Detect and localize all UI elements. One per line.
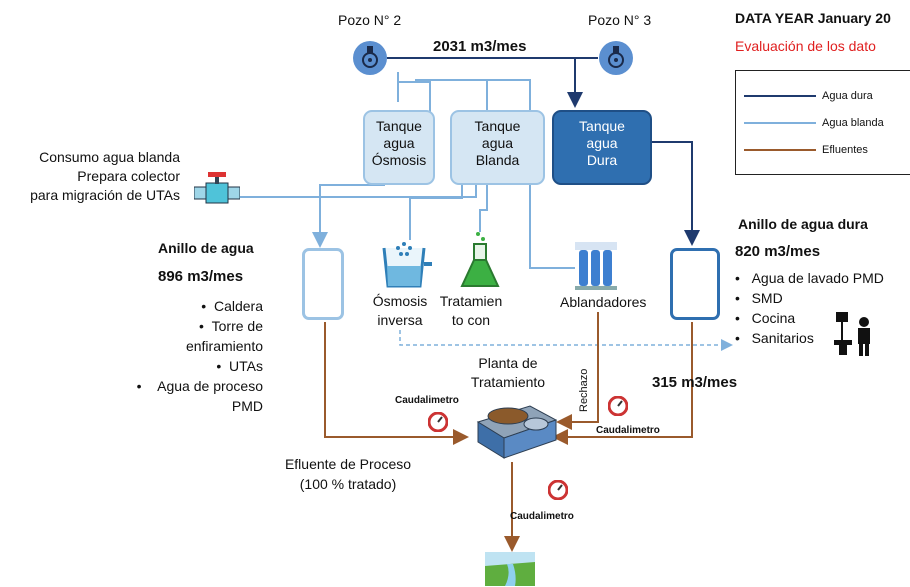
anillo-agua-title: Anillo de agua [158, 240, 254, 256]
legend-item-soft: Agua blanda [744, 116, 884, 130]
data-year-title: DATA YEAR January 20 [735, 10, 891, 26]
softener-icon [575, 242, 617, 290]
flowmeter-icon [428, 412, 448, 432]
flowmeter-label-1: Caudalimetro [395, 395, 459, 406]
rechazo-label: Rechazo [578, 368, 590, 412]
anillo-agua-flow: 896 m3/mes [158, 268, 244, 285]
flowmeter-icon [608, 396, 628, 416]
anillo-dura-list: • Agua de lavado PMD • SMD • Cocina • Sa… [735, 270, 884, 346]
well-2-label: Pozo N° 2 [338, 12, 402, 28]
anillo-dura-title: Anillo de agua dura [738, 216, 868, 232]
river-icon [485, 552, 535, 586]
flow-315-label: 315 m3/mes [652, 374, 738, 391]
legend: Agua dura Agua blanda Efluentes [735, 70, 910, 175]
osmosis-icon [382, 242, 432, 288]
osmosis-to-sanitarios [399, 330, 733, 351]
sanitary-icon [834, 312, 870, 356]
anillo-agua-list: • Caldera • Torre de enfiramiento • UTAs… [136, 298, 263, 414]
efluente-label: Efluente de Proceso(100 % tratado) [284, 456, 412, 492]
flask-icon [460, 232, 500, 287]
ablandadores-label: Ablandadores [560, 294, 647, 310]
well-3-label: Pozo N° 3 [588, 12, 652, 28]
effluent-lines [324, 312, 693, 552]
hard-water-lines [387, 57, 700, 246]
anillo-agua-vessel [302, 248, 344, 320]
pump-icon [353, 41, 387, 75]
treatment-plant-icon [476, 405, 558, 459]
evaluation-subtitle: Evaluación de los dato [735, 38, 876, 54]
anillo-dura-flow: 820 m3/mes [735, 243, 821, 260]
valve-icon [194, 172, 240, 204]
legend-item-effluent: Efluentes [744, 143, 868, 157]
legend-item-hard: Agua dura [744, 89, 873, 103]
flowmeter-icon [548, 480, 568, 500]
flowmeter-label-3: Caudalimetro [510, 511, 574, 522]
well-flow-label: 2031 m3/mes [433, 38, 527, 55]
anillo-dura-vessel [670, 248, 720, 320]
pump-icon [599, 41, 633, 75]
flowmeter-label-2: Caudalimetro [596, 425, 660, 436]
